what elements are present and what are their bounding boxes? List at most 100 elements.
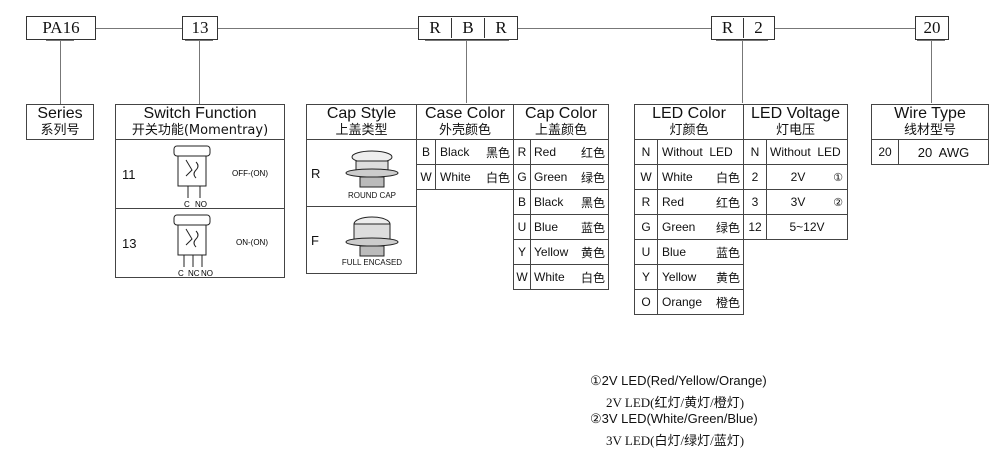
switch-row-11: 11 C NO OFF-(ON) (115, 139, 285, 209)
case-color-code: W (416, 164, 436, 190)
cap-color-title: Cap Color (524, 105, 598, 123)
case-color-row: W White 白色 (416, 164, 515, 190)
cap-color-en: Green (529, 164, 576, 190)
cap-color-en: Red (529, 139, 576, 165)
leader-wire (931, 40, 932, 103)
case-color-title: Case Color (424, 105, 506, 123)
led-voltage-mark: ② (829, 189, 848, 215)
leader-colors-tick (425, 40, 509, 41)
cap-style-cell-round: ROUND CAP (328, 139, 417, 207)
led-color-zh: 绿色 (710, 214, 744, 240)
code-case-color: B (451, 18, 485, 38)
cap-color-zh: 黑色 (575, 189, 609, 215)
pin-label: C (178, 269, 184, 277)
series-header: Series 系列号 (26, 104, 94, 140)
cap-style-row-round: R ROUND CAP (306, 139, 417, 207)
cap-color-en: Black (529, 189, 576, 215)
pin-label: NO (201, 269, 213, 277)
led-color-header: LED Color 灯颜色 (634, 104, 744, 140)
code-cap-style: R (429, 18, 441, 37)
led-voltage-code: 3 (743, 189, 767, 215)
case-color-row: B Black 黑色 (416, 139, 515, 165)
round-cap-icon (345, 150, 399, 187)
cap-color-title-zh: 上盖颜色 (534, 122, 587, 138)
series-table: Series 系列号 (26, 104, 94, 140)
cap-style-row-full: F FULL ENCASED (306, 206, 417, 274)
wire-type-code: 20 (871, 139, 899, 165)
leader-led (742, 40, 743, 103)
leader-series-tick (46, 40, 74, 41)
code-series: PA16 (26, 16, 96, 40)
wire-type-title-zh: 线材型号 (903, 122, 956, 138)
cap-color-en: Yellow (529, 239, 576, 265)
cap-color-zh: 白色 (575, 264, 609, 290)
code-colors: R B R (418, 16, 518, 40)
cap-color-code: Y (513, 239, 531, 265)
wire-type-table: Wire Type 线材型号 20 20 AWG (871, 104, 989, 165)
cap-style-label-full: FULL ENCASED (341, 257, 403, 267)
switch-diagram-cell-11: C NO OFF-(ON) (156, 139, 285, 209)
led-voltage-code: 2 (743, 164, 767, 190)
code-series-text: PA16 (42, 18, 80, 37)
cap-color-zh: 绿色 (575, 164, 609, 190)
led-color-code: G (634, 214, 658, 240)
leader-colors (466, 40, 467, 103)
switch-row-13: 13 C NC NO ON-(ON) (115, 208, 285, 278)
wire-type-row: 20 20 AWG (871, 139, 989, 165)
cap-color-code: G (513, 164, 531, 190)
switch-code-13: 13 (115, 208, 156, 278)
led-voltage-mark: ① (829, 164, 848, 190)
led-voltage-value: Without LED (766, 139, 848, 165)
series-title-zh: 系列号 (40, 122, 80, 138)
led-color-en: White (656, 164, 711, 190)
switch-function-label: ON-(ON) (236, 238, 268, 247)
series-title: Series (37, 105, 83, 123)
code-wire-text: 20 (923, 18, 941, 37)
note-2v-en: ①2V LED(Red/Yellow/Orange) (590, 373, 767, 388)
wire-type-value: 20 AWG (898, 139, 989, 165)
led-voltage-value: 2V (766, 164, 829, 190)
switch-function-table: Switch Function 开关功能(Momentray) 11 C NO … (115, 104, 285, 278)
wire-type-title: Wire Type (894, 105, 966, 123)
leader-wire-tick (917, 40, 945, 41)
led-color-code: R (634, 189, 658, 215)
switch-function-title-zh: 开关功能(Momentray) (131, 122, 269, 138)
code-function-text: 13 (191, 18, 209, 37)
led-voltage-title-zh: 灯电压 (775, 122, 815, 138)
code-led: R 2 (711, 16, 775, 40)
switch-schematic-icon: C NC NO ON-(ON) (173, 214, 268, 277)
led-color-en: Red (656, 189, 711, 215)
cap-style-label-round: ROUND CAP (347, 190, 396, 200)
code-led-voltage: 2 (754, 18, 763, 37)
leader-led-tick (716, 40, 768, 41)
cap-color-code: W (513, 264, 531, 290)
leader-series (60, 40, 61, 104)
pin-label: C (184, 200, 190, 208)
led-color-code: N (634, 139, 658, 165)
full-encased-cap-icon (345, 216, 399, 256)
led-color-title: LED Color (652, 105, 726, 123)
case-color-en: Black (435, 139, 480, 165)
cap-style-code-round: R (306, 139, 328, 207)
case-color-zh: 黑色 (479, 139, 515, 165)
cap-style-code-full: F (306, 206, 328, 274)
led-color-en: Yellow (656, 264, 711, 290)
led-voltage-title: LED Voltage (751, 105, 840, 123)
led-voltage-header: LED Voltage 灯电压 (743, 104, 848, 140)
code-function: 13 (182, 16, 218, 40)
switch-function-header: Switch Function 开关功能(Momentray) (115, 104, 285, 140)
switch-function-label: OFF-(ON) (232, 169, 268, 178)
cap-style-table: Cap Style 上盖类型 R ROUND CAP F FULL ENCASE… (306, 104, 417, 274)
